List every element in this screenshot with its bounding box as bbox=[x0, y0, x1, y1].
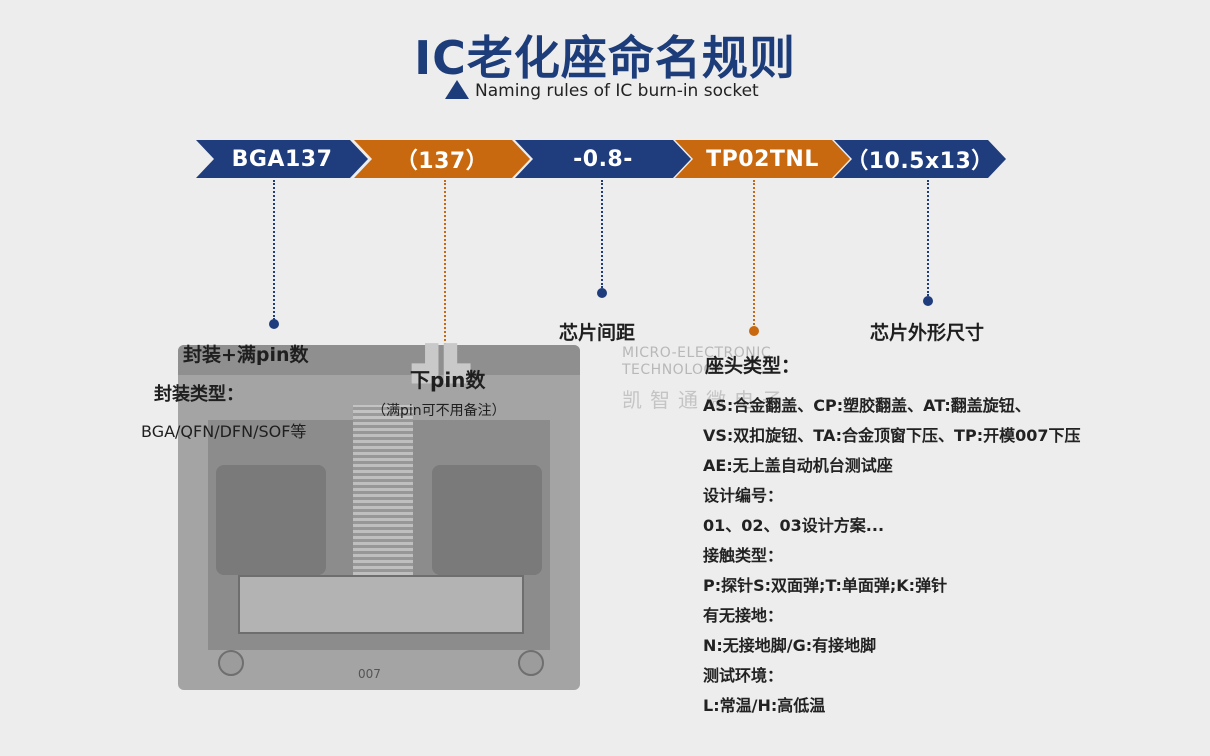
watermark-chinese: 凯智通微电子 bbox=[622, 388, 790, 412]
detail-line: 测试环境： bbox=[703, 666, 784, 685]
triangle-icon bbox=[445, 80, 469, 99]
package-title: 封装+满pin数 bbox=[183, 344, 309, 366]
connector-dot-head bbox=[749, 326, 759, 336]
size-title: 芯片外形尺寸 bbox=[870, 322, 985, 344]
detail-line: L:常温/H:高低温 bbox=[703, 696, 826, 715]
pitch-title: 芯片间距 bbox=[559, 322, 636, 344]
detail-line: 有无接地： bbox=[703, 606, 784, 625]
segment-package: BGA137 bbox=[196, 140, 368, 178]
detail-line: VS:双扣旋钮、TA:合金顶窗下压、TP:开模007下压 bbox=[703, 426, 1081, 445]
connector-dot-pitch bbox=[597, 288, 607, 298]
detail-line: P:探针S:双面弹;T:单面弹;K:弹针 bbox=[703, 576, 948, 595]
detail-line: N:无接地脚/G:有接地脚 bbox=[703, 636, 877, 655]
connector-dot-size bbox=[923, 296, 933, 306]
pins-note: （满pin可不用备注） bbox=[372, 403, 506, 419]
socket-code: 007 bbox=[358, 667, 381, 681]
detail-line: AE:无上盖自动机台测试座 bbox=[703, 456, 893, 475]
socket-tray bbox=[238, 575, 524, 634]
watermark-line1: MICRO-ELECTRONIC bbox=[622, 345, 772, 361]
head-type-title: 座头类型： bbox=[705, 355, 801, 377]
detail-line: 01、02、03设计方案... bbox=[703, 516, 885, 535]
detail-line: AS:合金翻盖、CP:塑胶翻盖、AT:翻盖旋钮、 bbox=[703, 396, 1031, 415]
socket-image: 007 bbox=[178, 345, 580, 690]
segment-size: （10.5x13） bbox=[834, 140, 1006, 178]
socket-right-latch bbox=[432, 465, 542, 575]
detail-line: 接触类型： bbox=[703, 546, 784, 565]
connector-line-package bbox=[273, 180, 275, 320]
segment-pin-count: （137） bbox=[354, 140, 530, 178]
watermark-line2: TECHNOLOGY bbox=[622, 362, 724, 378]
package-types: BGA/QFN/DFN/SOF等 bbox=[141, 422, 307, 441]
watermark-english: MICRO-ELECTRONIC TECHNOLOGY bbox=[622, 345, 771, 379]
socket-top-bar bbox=[178, 345, 580, 375]
page-title: IC老化座命名规则 bbox=[414, 31, 796, 85]
connector-line-size bbox=[927, 180, 929, 296]
socket-left-latch bbox=[216, 465, 326, 575]
connector-dot-package bbox=[269, 319, 279, 329]
segment-head-type: TP02TNL bbox=[675, 140, 850, 178]
watermark-logo: ▟▙ bbox=[412, 344, 477, 384]
segment-pitch: -0.8- bbox=[515, 140, 691, 178]
connector-line-head bbox=[753, 180, 755, 325]
detail-line: 设计编号： bbox=[703, 486, 784, 505]
page-subtitle: Naming rules of IC burn-in socket bbox=[475, 81, 759, 101]
connector-line-pitch bbox=[601, 180, 603, 288]
package-type-label: 封装类型： bbox=[154, 384, 244, 405]
screw-icon bbox=[518, 650, 544, 676]
socket-pin-grid bbox=[353, 405, 413, 605]
pins-title: 下pin数 bbox=[410, 368, 486, 392]
head-type-details: AS:合金翻盖、CP:塑胶翻盖、AT:翻盖旋钮、 VS:双扣旋钮、TA:合金顶窗… bbox=[703, 391, 1081, 721]
connector-line-pins bbox=[444, 180, 446, 345]
screw-icon bbox=[218, 650, 244, 676]
